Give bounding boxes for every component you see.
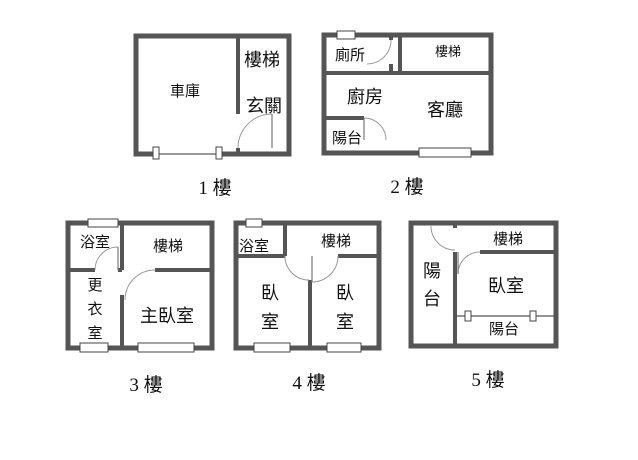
master-door-arc <box>124 269 156 301</box>
room-living: 客廳 <box>427 100 463 120</box>
room-side-balcony-char-2: 台 <box>423 289 441 309</box>
room-stairs-5: 樓梯 <box>493 231 523 248</box>
room-bed-right-char-2: 室 <box>336 312 354 332</box>
inner-balcony-post-left <box>464 310 472 322</box>
room-closet-char-2: 衣 <box>87 301 102 318</box>
toilet-window <box>336 30 356 40</box>
bed-right-door-arc <box>311 255 339 283</box>
bed-left-door-arc <box>284 255 310 281</box>
bedroom-5-door-arc <box>457 251 481 275</box>
side-balcony-door-arc <box>430 225 456 251</box>
floor-plan-4: 浴室 樓梯 臥 室 臥 室 <box>233 218 382 353</box>
room-balcony-2: 陽台 <box>332 130 362 147</box>
room-inner-balcony: 陽台 <box>489 321 519 338</box>
floor-label-4: 4 樓 <box>292 372 325 394</box>
room-bed-left-char-1: 臥 <box>261 283 279 303</box>
balcony-door-arc <box>363 117 387 141</box>
floor-label-2: 2 樓 <box>390 176 423 198</box>
room-closet-char-3: 室 <box>87 325 102 342</box>
room-toilet: 廁所 <box>335 46 365 64</box>
floor-label-1: 1 樓 <box>198 177 231 199</box>
master-window <box>137 342 195 353</box>
bath-window-3 <box>87 218 119 228</box>
entrance-door-arc <box>237 113 273 149</box>
floor-label-3: 3 樓 <box>129 374 162 396</box>
closet-window <box>79 342 109 353</box>
bath-door-arc-3 <box>94 246 119 271</box>
floor-plan-2: 廁所 樓梯 廚房 客廳 陽台 <box>321 30 494 158</box>
room-garage: 車庫 <box>170 83 200 100</box>
room-bath-4: 浴室 <box>239 238 269 255</box>
room-stairs-3: 樓梯 <box>153 238 183 255</box>
bed-right-window <box>326 342 362 353</box>
floor-label-5: 5 樓 <box>471 369 504 391</box>
room-master: 主臥室 <box>140 306 194 326</box>
floor5-outer-wall <box>408 220 559 349</box>
room-stairs-4: 樓梯 <box>321 233 351 250</box>
bed-left-window <box>253 342 291 353</box>
floor-plan-1: 車庫 樓梯 玄關 <box>133 33 292 160</box>
room-closet-char-1: 更 <box>87 277 102 294</box>
living-window <box>418 147 472 158</box>
toilet-door-arc <box>366 39 392 65</box>
floor4-outer-wall <box>233 220 382 351</box>
room-bed-right-char-1: 臥 <box>336 283 354 303</box>
floor-plan-5: 樓梯 陽 台 臥室 陽台 <box>408 220 559 349</box>
room-stairs-1: 樓梯 <box>244 50 280 70</box>
room-entrance: 玄關 <box>246 96 282 116</box>
garage-door-post-left <box>152 146 160 160</box>
room-kitchen: 廚房 <box>347 86 383 107</box>
room-bath-3: 浴室 <box>80 234 110 251</box>
garage-door-post-right <box>215 146 223 160</box>
floor-plan-3: 浴室 樓梯 更 衣 室 主臥室 <box>65 218 215 353</box>
inner-balcony-post-right <box>529 310 537 322</box>
floor2-outer-wall <box>321 32 494 156</box>
room-stairs-2: 樓梯 <box>435 44 461 59</box>
room-bedroom-5: 臥室 <box>488 276 524 296</box>
bath-window-4 <box>245 218 263 228</box>
floor1-outer-wall <box>133 33 292 157</box>
room-side-balcony-char-1: 陽 <box>423 261 441 281</box>
room-bed-left-char-2: 室 <box>261 312 279 332</box>
